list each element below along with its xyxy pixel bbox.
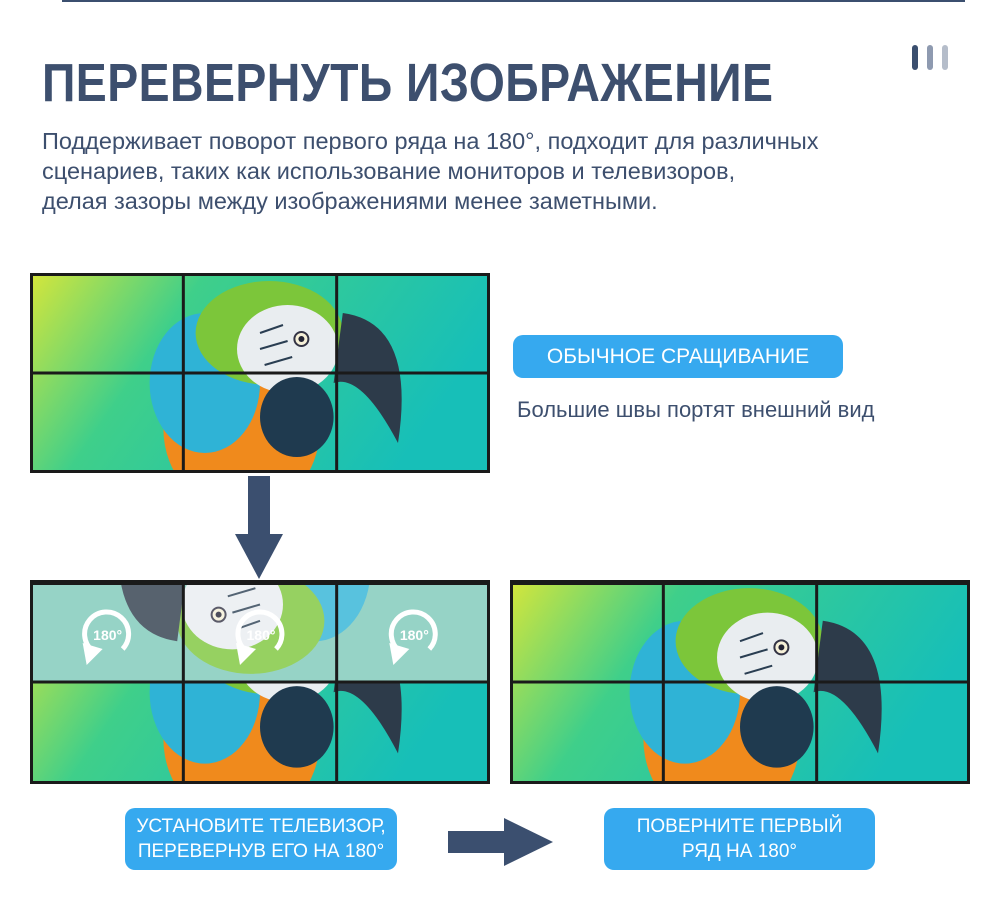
arrow-right-icon — [448, 818, 553, 866]
rotate-180-icon: 180° — [235, 609, 285, 665]
top-divider — [62, 0, 965, 2]
bezel-grid — [30, 580, 490, 784]
badge-line: ПОВЕРНИТЕ ПЕРВЫЙ — [636, 816, 843, 837]
page-title: ПЕРЕВЕРНУТЬ ИЗОБРАЖЕНИЕ — [42, 53, 774, 113]
video-wall-flipped: 180° 180° 180° — [30, 580, 490, 784]
badge-line: РЯД НА 180° — [681, 841, 798, 862]
badge-label: ОБЫЧНОЕ СРАЩИВАНИЕ — [546, 345, 810, 368]
svg-text:180°: 180° — [247, 627, 276, 643]
description-line: сценариев, таких как использование монит… — [42, 158, 736, 184]
arrow-down-icon — [235, 476, 283, 579]
video-wall-rotated — [510, 580, 970, 784]
step-install-badge: УСТАНОВИТЕ ТЕЛЕВИЗОР, ПЕРЕВЕРНУВ ЕГО НА … — [125, 808, 397, 870]
rotate-180-icon: 180° — [388, 609, 438, 665]
normal-splicing-badge: ОБЫЧНОЕ СРАЩИВАНИЕ — [513, 335, 843, 378]
badge-line: ПЕРЕВЕРНУВ ЕГО НА 180° — [137, 841, 385, 862]
decorative-bars-icon — [912, 45, 948, 70]
step-rotate-badge: ПОВЕРНИТЕ ПЕРВЫЙ РЯД НА 180° — [604, 808, 875, 870]
description-line: Поддерживает поворот первого ряда на 180… — [42, 128, 819, 154]
rotate-180-icon: 180° — [82, 609, 132, 665]
svg-text:180°: 180° — [93, 627, 122, 643]
description-line: делая зазоры между изображениями менее з… — [42, 188, 658, 214]
svg-text:180°: 180° — [400, 627, 429, 643]
normal-splicing-caption: Большие швы портят внешний вид — [517, 397, 875, 422]
bezel-grid — [30, 273, 490, 473]
badge-line: УСТАНОВИТЕ ТЕЛЕВИЗОР, — [136, 816, 386, 837]
description: Поддерживает поворот первого ряда на 180… — [42, 126, 819, 216]
video-wall-normal — [30, 273, 490, 473]
